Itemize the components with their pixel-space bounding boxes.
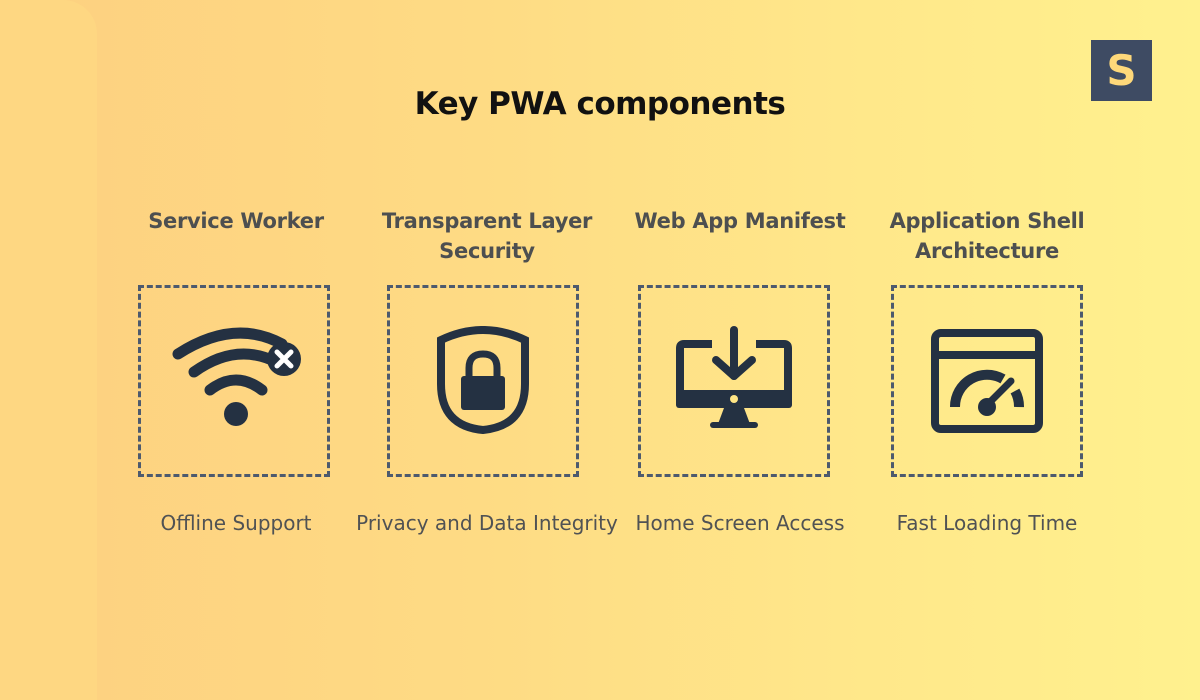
background-panel (0, 0, 97, 700)
component-description: Home Screen Access (635, 511, 845, 535)
component-description: Fast Loading Time (896, 511, 1078, 535)
component-heading: Service Worker (148, 209, 324, 233)
logo-letter: S (1106, 45, 1137, 95)
shield-lock-icon (433, 326, 533, 436)
page-title: Key PWA components (414, 86, 786, 122)
monitor-download-icon (674, 326, 794, 436)
browser-speedometer-icon (931, 329, 1043, 433)
brand-logo: S (1091, 40, 1152, 101)
icon-box (891, 285, 1083, 477)
component-heading: Application Shell Architecture (889, 209, 1085, 263)
component-heading: Transparent Layer Security (381, 209, 593, 263)
component-description: Offline Support (160, 511, 312, 535)
icon-box (638, 285, 830, 477)
icon-box (138, 285, 330, 477)
icon-box (387, 285, 579, 477)
component-heading: Web App Manifest (634, 209, 846, 233)
wifi-off-icon (164, 326, 304, 436)
component-description: Privacy and Data Integrity (356, 511, 618, 535)
